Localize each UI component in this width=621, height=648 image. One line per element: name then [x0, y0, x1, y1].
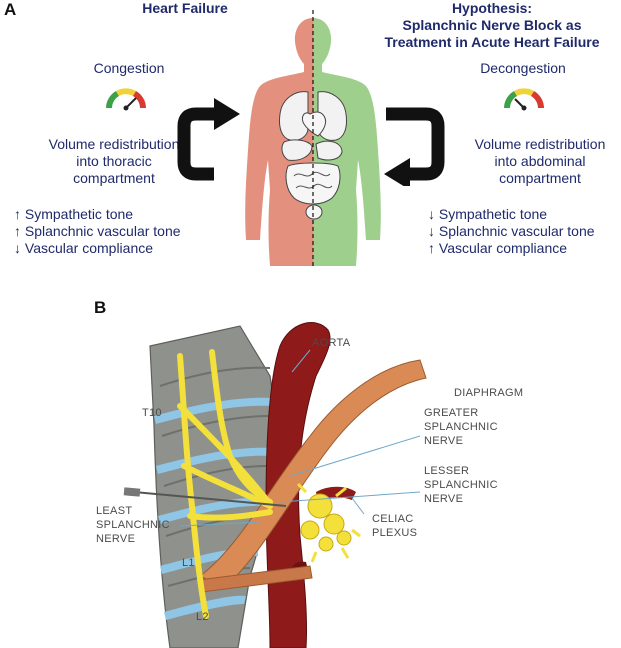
left-effect-1: ↑ Sympathetic tone: [14, 206, 134, 222]
left-description-line-3: compartment: [73, 170, 155, 186]
greater-label-line-2: SPLANCHNIC: [424, 421, 498, 433]
decongestion-gauge-icon: [504, 88, 544, 111]
left-effects-list: ↑ Sympathetic tone ↑ Splanchnic vascular…: [14, 206, 181, 257]
greater-label-line-1: GREATER: [424, 407, 479, 419]
lesser-label-line-2: SPLANCHNIC: [424, 479, 498, 491]
left-cycle-arrow-icon: [177, 98, 240, 181]
least-label-line-1: LEAST: [96, 505, 133, 517]
left-state-label: Congestion: [93, 60, 165, 76]
right-effect-3: ↑ Vascular compliance: [428, 240, 568, 256]
right-description-line-2: into abdominal: [494, 153, 586, 169]
right-description-line-1: Volume redistribution: [474, 136, 606, 152]
celiac-label-line-2: PLEXUS: [372, 527, 418, 539]
right-title: Hypothesis: Splanchnic Nerve Block as Tr…: [372, 0, 612, 51]
left-description-line-2: into thoracic: [76, 153, 152, 169]
least-label-line-3: NERVE: [96, 533, 136, 545]
greater-label-line-3: NERVE: [424, 435, 464, 447]
congestion-gauge-icon: [106, 88, 146, 111]
right-description-line-3: compartment: [499, 170, 581, 186]
right-title-line-1: Hypothesis:: [451, 0, 533, 16]
left-description: Volume redistribution into thoracic comp…: [14, 136, 214, 187]
least-splanchnic-nerve-label: LEAST SPLANCHNIC NERVE: [96, 504, 170, 546]
greater-splanchnic-nerve-label: GREATER SPLANCHNIC NERVE: [424, 406, 498, 448]
aorta-label: AORTA: [312, 337, 351, 349]
least-label-line-2: SPLANCHNIC: [96, 519, 170, 531]
right-state-label: Decongestion: [480, 60, 566, 76]
human-body-figure: [245, 10, 381, 268]
celiac-plexus-label: CELIAC PLEXUS: [372, 512, 417, 540]
l2-label: L2: [196, 611, 209, 623]
panel-b-letter: B: [94, 298, 107, 317]
right-cycle-arrow-icon: [384, 107, 445, 186]
right-description: Volume redistribution into abdominal com…: [440, 136, 621, 187]
left-title: Heart Failure: [142, 0, 228, 16]
l1-label: L1: [182, 557, 195, 569]
right-effects-list: ↓ Sympathetic tone ↓ Splanchnic vascular…: [428, 206, 595, 257]
lesser-label-line-1: LESSER: [424, 465, 470, 477]
lesser-label-line-3: NERVE: [424, 493, 464, 505]
lesser-splanchnic-nerve-label: LESSER SPLANCHNIC NERVE: [424, 464, 498, 506]
diaphragm-label: DIAPHRAGM: [454, 387, 524, 399]
right-title-line-2: Splanchnic Nerve Block as: [402, 17, 582, 33]
left-effect-3: ↓ Vascular compliance: [14, 240, 154, 256]
celiac-label-line-1: CELIAC: [372, 513, 414, 525]
panel-a-letter: A: [4, 0, 17, 19]
splanchnic-anatomy-illustration: [123, 322, 427, 648]
right-effect-1: ↓ Sympathetic tone: [428, 206, 548, 222]
right-effect-2: ↓ Splanchnic vascular tone: [428, 223, 595, 239]
left-effect-2: ↑ Splanchnic vascular tone: [14, 223, 181, 239]
t10-label: T10: [142, 407, 162, 419]
right-title-line-3: Treatment in Acute Heart Failure: [384, 34, 600, 50]
left-description-line-1: Volume redistribution: [48, 136, 180, 152]
